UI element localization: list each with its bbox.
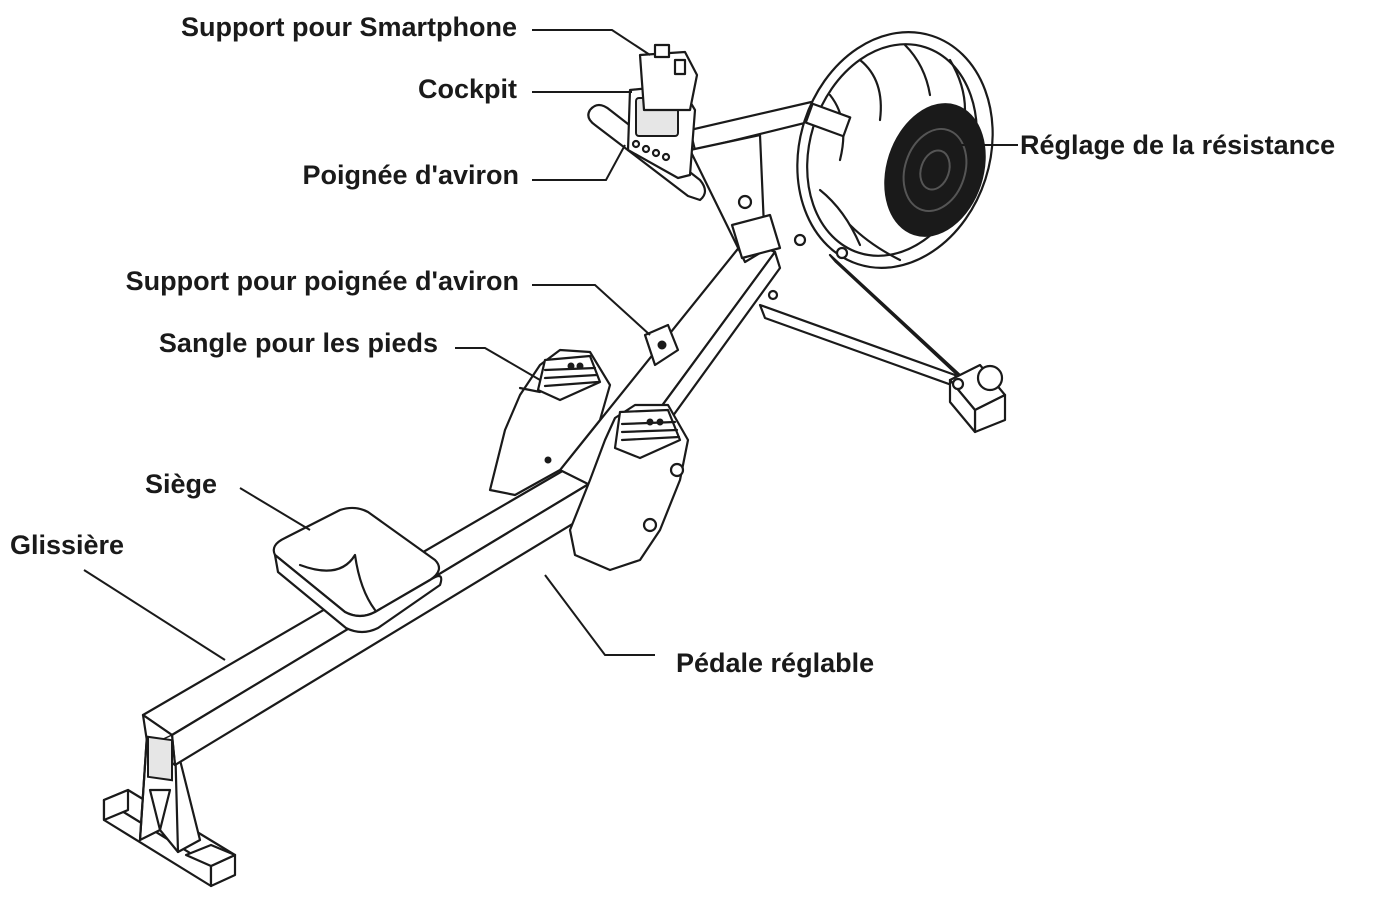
left-pedal [488, 348, 612, 497]
label-rowing-handle: Poignée d'aviron [302, 160, 519, 190]
leader-lines [83, 29, 1018, 661]
label-seat: Siège [145, 469, 218, 499]
cockpit-part [587, 43, 827, 264]
label-rail: Glissière [10, 530, 125, 560]
right-pedal [544, 403, 690, 572]
label-foot-strap: Sangle pour les pieds [158, 328, 438, 358]
label-smartphone-holder: Support pour Smartphone [181, 12, 517, 42]
handle-holder-part [643, 323, 680, 367]
seat-part [272, 506, 443, 634]
label-cockpit: Cockpit [417, 74, 517, 104]
flywheel [767, 31, 994, 301]
label-handle-holder: Support pour poignée d'aviron [125, 266, 519, 296]
label-adjustable-pedal: Pédale réglable [676, 648, 875, 678]
label-resistance-adjustment: Réglage de la résistance [1020, 130, 1336, 160]
